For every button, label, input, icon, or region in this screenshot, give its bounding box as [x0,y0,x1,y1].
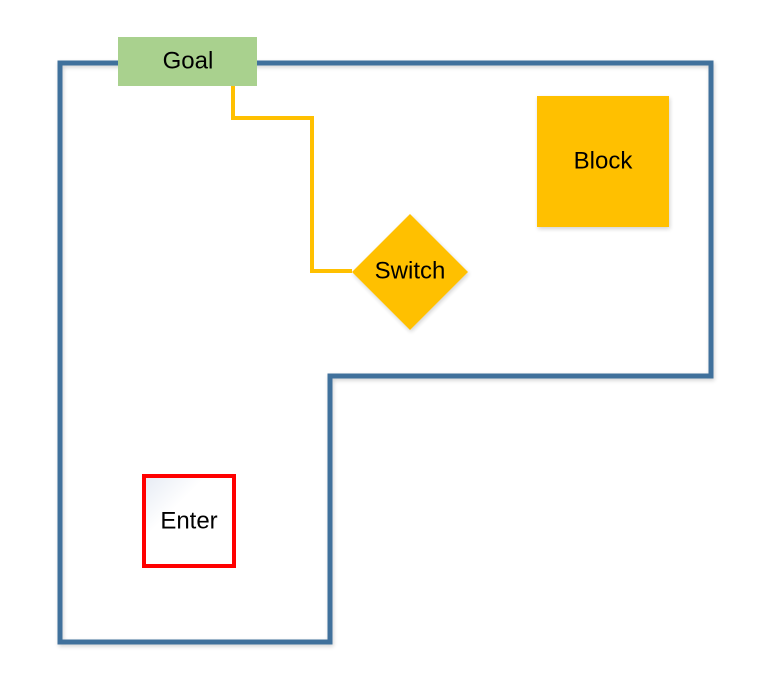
enter-box [142,474,236,568]
block-node[interactable]: Block [537,96,669,227]
switch-label: Switch [375,257,446,284]
goal-node[interactable]: Goal [118,37,257,86]
goal-box [118,37,257,86]
switch-node[interactable]: Switch [352,214,468,330]
enter-node[interactable]: Enter [142,474,236,568]
block-label: Block [574,147,634,174]
block-box [537,96,669,227]
room-wall-outline [57,60,714,645]
goal-label: Goal [163,47,214,74]
connector-goal-to-switch [231,86,352,273]
enter-label: Enter [160,507,217,534]
switch-diamond [352,214,468,330]
